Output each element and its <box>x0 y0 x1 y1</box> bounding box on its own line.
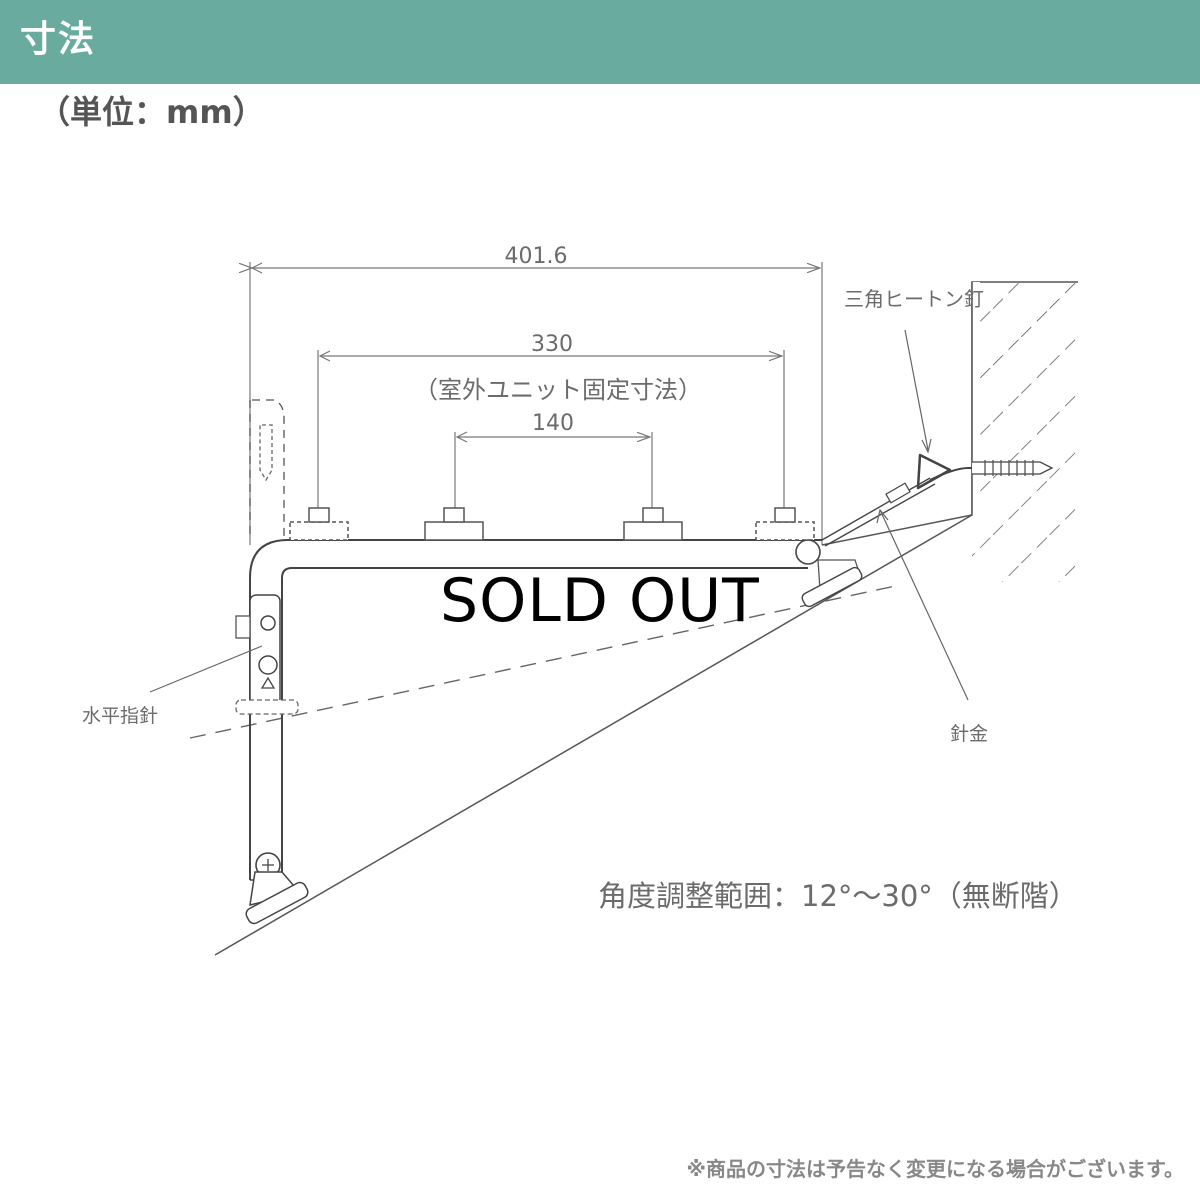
dim-overall: 401.6 <box>505 244 568 269</box>
dimension-lines <box>252 268 820 437</box>
wire <box>821 477 931 541</box>
mount-bolts <box>289 507 815 541</box>
triangle-nail <box>916 453 952 490</box>
footnote: ※商品の寸法は予告なく変更になる場合がございます。 <box>686 1157 1184 1181</box>
extension-lines <box>249 262 823 545</box>
dim-mount: 330 <box>531 332 573 357</box>
callout-level-indicator: 水平指針 <box>82 705 158 727</box>
bracket-inner <box>281 567 808 880</box>
leader-lines <box>149 329 969 701</box>
section-title: 寸法 <box>20 19 97 60</box>
section-header: 寸法 <box>0 0 1200 84</box>
angle-range-label: 角度調整範囲：12°～30°（無断階） <box>598 879 1078 913</box>
dim-mount-note: （室外ユニット固定寸法） <box>414 376 702 404</box>
callout-wire: 針金 <box>950 723 988 745</box>
bracket-outer <box>249 539 822 880</box>
level-indicator-outline <box>249 399 285 540</box>
unit-label: （単位：mm） <box>38 93 265 131</box>
sold-out-overlay: SOLD OUT <box>440 566 760 636</box>
angle-guide-line <box>189 584 901 739</box>
dim-inner: 140 <box>532 411 574 436</box>
wall-hatch <box>972 282 1078 582</box>
callout-triangle-nail: 三角ヒートン釘 <box>844 287 984 311</box>
